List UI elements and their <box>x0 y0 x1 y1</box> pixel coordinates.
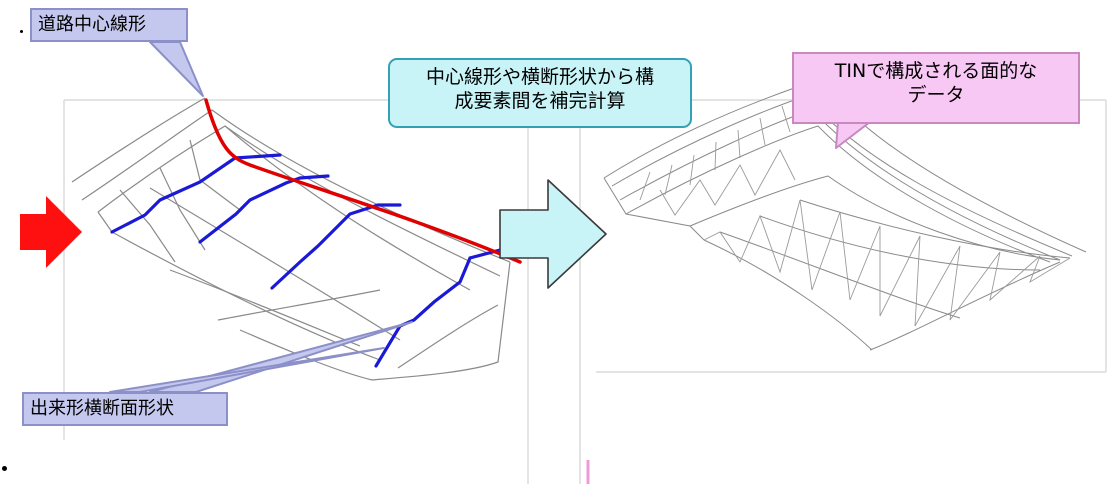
callout-interpolation-line2: 成要素間を補完計算 <box>454 89 626 112</box>
callout-tin-line1: TINで構成される面的な <box>834 60 1038 82</box>
callout-tin-line2: データ <box>907 83 965 106</box>
tin-triangles <box>639 105 1071 327</box>
callout-interpolation-line1: 中心線形や横断形状から構 <box>425 66 654 88</box>
cross-section-1 <box>110 153 282 234</box>
panel-frames <box>63 99 1107 484</box>
bullet-dot-bottom <box>2 466 7 471</box>
cross-sections <box>110 153 502 368</box>
pointer-road-centerline <box>149 41 204 97</box>
pointer-tin <box>835 121 871 149</box>
cross-section-2 <box>198 174 330 244</box>
callout-tin-surface: TINで構成される面的な データ <box>792 52 1080 124</box>
callout-interpolation: 中心線形や横断形状から構 成要素間を補完計算 <box>388 58 692 128</box>
bullet-dot-top <box>20 30 23 33</box>
callout-road-centerline-text: 道路中心線形 <box>38 14 146 35</box>
callout-cross-section: 出来形横断面形状 <box>22 392 228 426</box>
cyan-right-arrow-icon <box>499 179 607 289</box>
road-centerline <box>204 98 522 264</box>
pointer-cross-section-b <box>109 347 385 393</box>
cross-section-3 <box>270 203 402 290</box>
red-right-arrow-icon <box>20 196 82 268</box>
callout-cross-section-text: 出来形横断面形状 <box>30 398 174 419</box>
callout-road-centerline: 道路中心線形 <box>30 8 188 42</box>
road-wireframe-left <box>71 97 511 381</box>
